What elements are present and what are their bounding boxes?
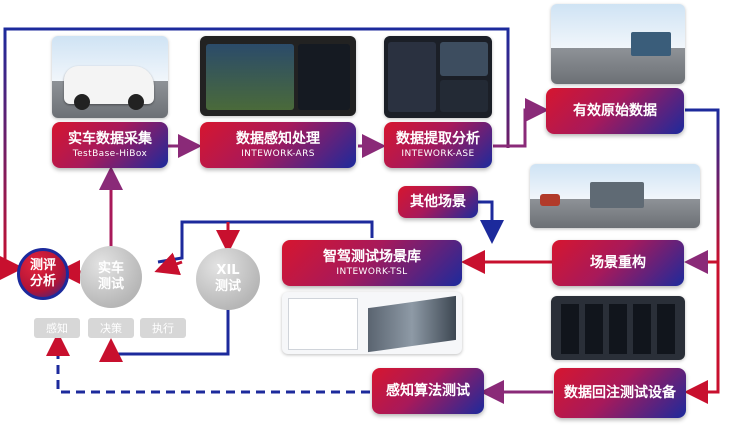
scene-library-node[interactable]: 智驾测试场景库 INTEWORK-TSL — [282, 240, 462, 286]
eval-analysis-circle[interactable]: 测评 分析 — [17, 248, 69, 300]
link-to-realcar — [154, 252, 183, 276]
chip-execution[interactable]: 执行 — [140, 318, 186, 338]
scene-rebuild-title: 场景重构 — [590, 254, 646, 271]
xil-line1: XIL — [216, 263, 240, 278]
scene-rebuild-node[interactable]: 场景重构 — [552, 240, 684, 286]
perception-algo-test-title: 感知算法测试 — [386, 382, 470, 399]
data-extract-node[interactable]: 数据提取分析 INTEWORK-ASE — [384, 122, 492, 168]
chip-decision[interactable]: 决策 — [88, 318, 134, 338]
real-car-test-circle[interactable]: 实车 测试 — [80, 246, 142, 308]
scene-library-screenshot — [282, 292, 462, 354]
perception-processing-subtitle: INTEWORK-ARS — [241, 148, 315, 159]
test-car-photo — [52, 36, 168, 118]
scene-library-title: 智驾测试场景库 — [323, 248, 421, 265]
eval-line1: 测评 — [29, 258, 56, 273]
raw-data-node[interactable]: 有效原始数据 — [546, 88, 684, 134]
perception-processing-title: 数据感知处理 — [236, 130, 320, 147]
raw-data-title: 有效原始数据 — [573, 102, 657, 119]
scene-library-subtitle: INTEWORK-TSL — [336, 266, 408, 277]
link-algo-chip — [46, 332, 370, 394]
link-extract-raw — [493, 98, 549, 148]
data-extract-title: 数据提取分析 — [396, 130, 480, 147]
traffic-scene-photo — [530, 164, 700, 228]
loop-top-line — [0, 27, 510, 280]
highway-photo — [551, 4, 685, 84]
link-xil-chips — [99, 305, 230, 362]
replay-device-node[interactable]: 数据回注测试设备 — [554, 368, 686, 418]
eval-line2: 分析 — [29, 274, 56, 289]
perception-processing-node[interactable]: 数据感知处理 INTEWORK-ARS — [200, 122, 356, 168]
link-raw-right — [684, 108, 720, 274]
other-scenes-node[interactable]: 其他场景 — [398, 186, 478, 218]
car-data-collect-title: 实车数据采集 — [68, 130, 152, 147]
link-right-replay — [684, 262, 720, 404]
link-other-library — [478, 200, 504, 244]
other-scenes-title: 其他场景 — [410, 193, 466, 210]
real-car-line2: 测试 — [97, 277, 124, 292]
chip-perception[interactable]: 感知 — [34, 318, 80, 338]
xil-line2: 测试 — [214, 279, 241, 294]
analysis-screen-photo — [384, 36, 492, 118]
server-rack-photo — [551, 296, 685, 360]
replay-device-title: 数据回注测试设备 — [564, 384, 676, 401]
real-car-line1: 实车 — [97, 261, 124, 276]
car-data-collect-node[interactable]: 实车数据采集 TestBase-HiBox — [52, 122, 168, 168]
perception-algo-test-node[interactable]: 感知算法测试 — [372, 368, 484, 414]
data-extract-subtitle: INTEWORK-ASE — [401, 148, 475, 159]
xil-test-circle[interactable]: XIL 测试 — [196, 248, 260, 310]
perception-screen-photo — [200, 36, 356, 116]
car-data-collect-subtitle: TestBase-HiBox — [72, 148, 148, 159]
